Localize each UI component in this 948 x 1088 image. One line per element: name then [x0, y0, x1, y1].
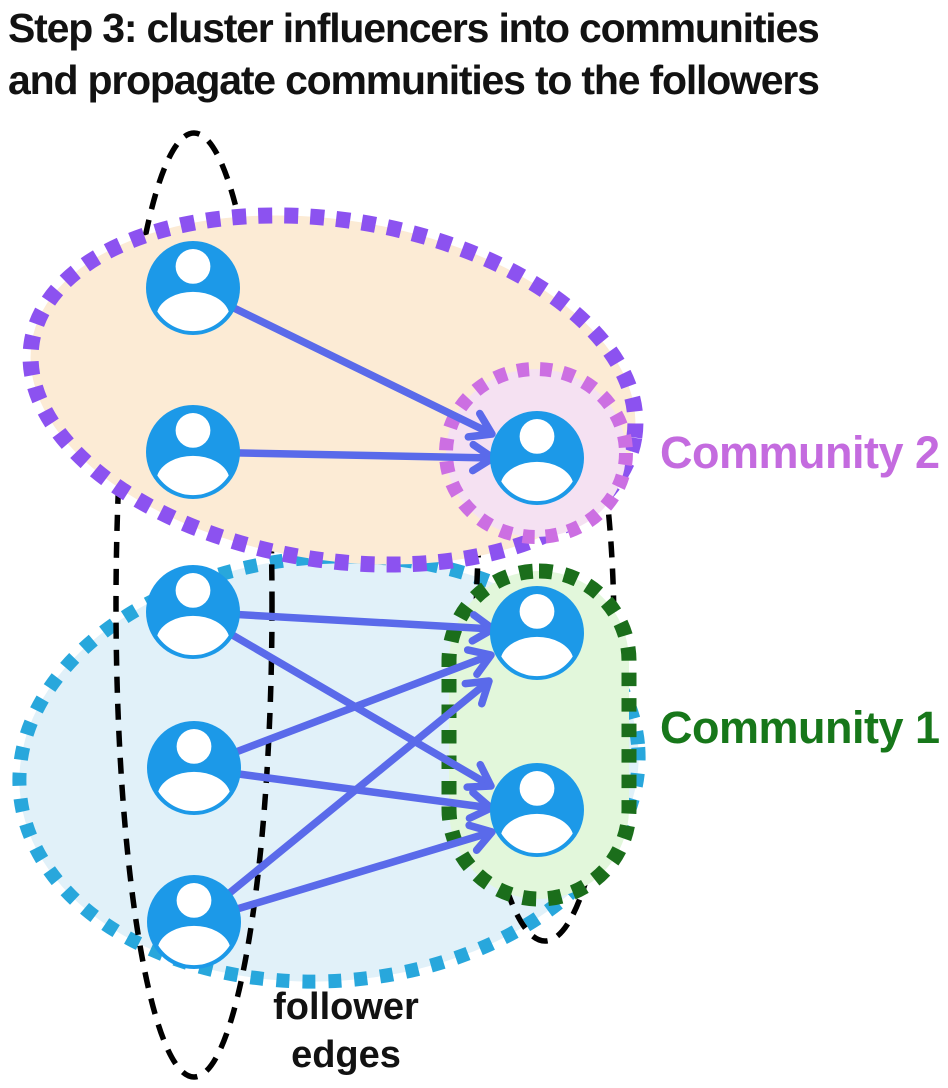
follower-edge-follower-4-to-influencer-3	[193, 764, 495, 822]
follower-edge-follower-5-to-influencer-2	[191, 677, 493, 925]
follower-node-icon-follower-5	[147, 875, 241, 969]
title-line-2: and propagate communities to the followe…	[8, 57, 820, 104]
influencer-node-icon-influencer-2	[490, 586, 584, 680]
page-title: Step 3: cluster influencers into communi…	[8, 2, 948, 106]
follower-node-icon-follower-1	[146, 241, 240, 335]
follower-node-icon-follower-3	[146, 565, 240, 659]
follower-edges-label-line1: follower	[273, 986, 419, 1028]
follower-edges-label: follower edges	[236, 984, 456, 1079]
community-1-label: Community 1	[660, 702, 940, 753]
follower-edge-follower-4-to-influencer-2	[192, 646, 495, 772]
follower-edge-follower-3-to-influencer-2	[192, 608, 497, 645]
follower-edge-follower-3-to-influencer-3	[191, 608, 495, 791]
community-2-label: Community 2	[660, 427, 940, 478]
follower-node-icon-follower-2	[146, 405, 240, 499]
title-line-1: Step 3: cluster influencers into communi…	[8, 5, 820, 51]
followers-set-dashed-ellipse	[113, 130, 275, 1080]
influencer-node-icon-influencer-3	[490, 763, 584, 857]
follower-node-icon-follower-4	[147, 721, 241, 815]
follower-edge-follower-1-to-influencer-1	[191, 284, 496, 441]
follower-edge-follower-2-to-influencer-1	[192, 440, 497, 475]
influencer-node-icon-influencer-1	[490, 411, 584, 505]
follower-edges-layer	[191, 284, 497, 926]
follower-edge-follower-5-to-influencer-3	[192, 821, 496, 926]
follower-edges-label-line2: edges	[291, 1033, 401, 1076]
